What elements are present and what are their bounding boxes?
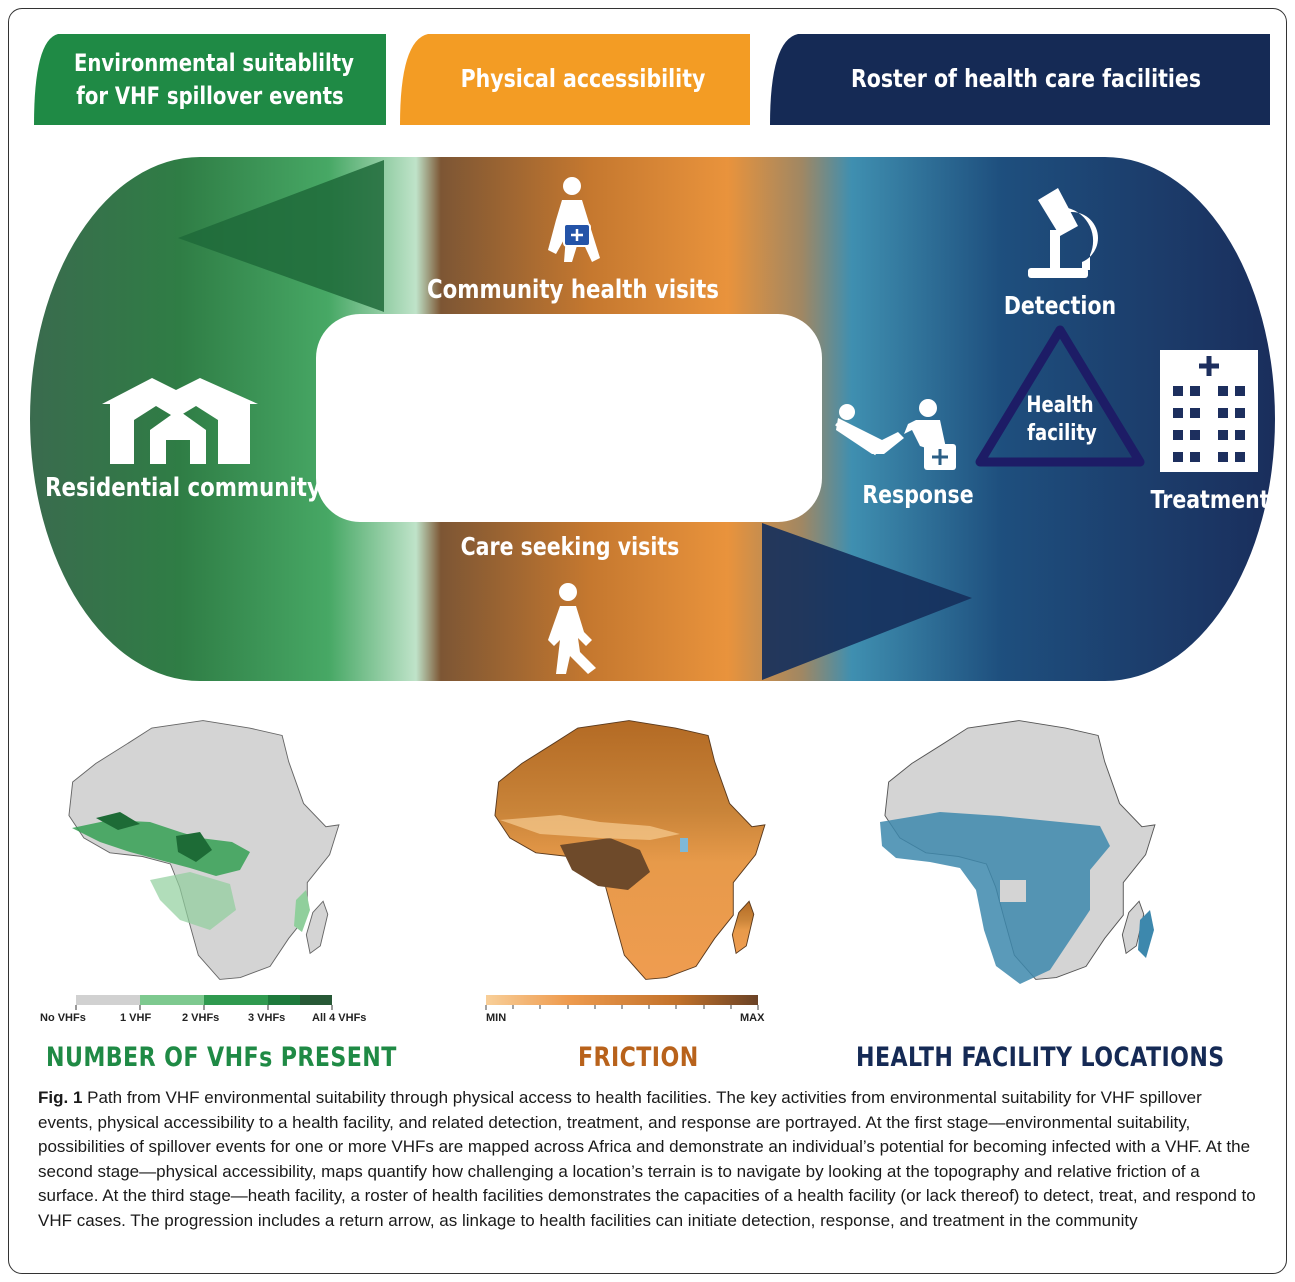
house-icon	[102, 378, 258, 464]
health-facility-label-line2: facility	[1027, 419, 1097, 445]
friction-legend-bar	[485, 995, 759, 1010]
microscope-icon	[1028, 188, 1098, 278]
map-title-facilities: HEALTH FACILITY LOCATIONS	[856, 1042, 1225, 1073]
legend-1-vhf: 1 VHF	[120, 1012, 152, 1024]
figure-caption: Fig. 1 Path from VHF environmental suita…	[38, 1086, 1260, 1234]
health-facility-label-line1: Health	[1026, 391, 1093, 417]
response-label: Response	[862, 481, 973, 509]
return-arrow	[178, 160, 384, 312]
header-tab-environmental	[34, 34, 386, 125]
legend-all-vhfs: All 4 VHFs	[312, 1012, 367, 1024]
map-title-friction: FRICTION	[578, 1042, 699, 1073]
forward-arrow	[762, 523, 972, 680]
header-tab-physical	[400, 34, 750, 125]
map-friction	[494, 720, 766, 980]
community-visits-label: Community health visits	[427, 274, 719, 305]
figure-label: Fig. 1	[38, 1088, 83, 1107]
legend-min: MIN	[486, 1012, 507, 1024]
figure-frame	[8, 8, 1287, 1274]
caption-text: Path from VHF environmental suitability …	[38, 1088, 1256, 1230]
tab-environmental-line2: for VHF spillover events	[76, 83, 343, 110]
legend-max: MAX	[740, 1012, 765, 1024]
health-facility-triangle	[975, 325, 1145, 467]
map-vhf-suitability	[68, 720, 340, 980]
walker-with-kit-icon	[548, 177, 600, 262]
care-seeking-label: Care seeking visits	[461, 533, 680, 561]
vhf-pathway-diagram: Environmental suitablilty for VHF spillo…	[30, 34, 1275, 1010]
treatment-label: Treatment	[1150, 486, 1269, 514]
hospital-icon	[1160, 350, 1258, 472]
residential-label: Residential community	[45, 472, 321, 503]
tab-roster-label: Roster of health care facilities	[851, 65, 1201, 93]
map-title-vhf: NUMBER OF VHFs PRESENT	[46, 1042, 397, 1073]
vhf-legend-bar	[75, 995, 333, 1010]
walker-icon	[548, 583, 596, 674]
patient-caregiver-icon	[835, 399, 956, 470]
legend-3-vhfs: 3 VHFs	[248, 1012, 286, 1024]
legend-no-vhfs: No VHFs	[40, 1012, 86, 1024]
header-tab-roster	[770, 34, 1270, 125]
tab-environmental-line1: Environmental suitablilty	[74, 50, 354, 77]
detection-label: Detection	[1004, 292, 1116, 320]
map-health-facilities	[880, 720, 1156, 984]
legend-2-vhfs: 2 VHFs	[182, 1012, 220, 1024]
tab-physical-label: Physical accessibility	[461, 65, 706, 93]
